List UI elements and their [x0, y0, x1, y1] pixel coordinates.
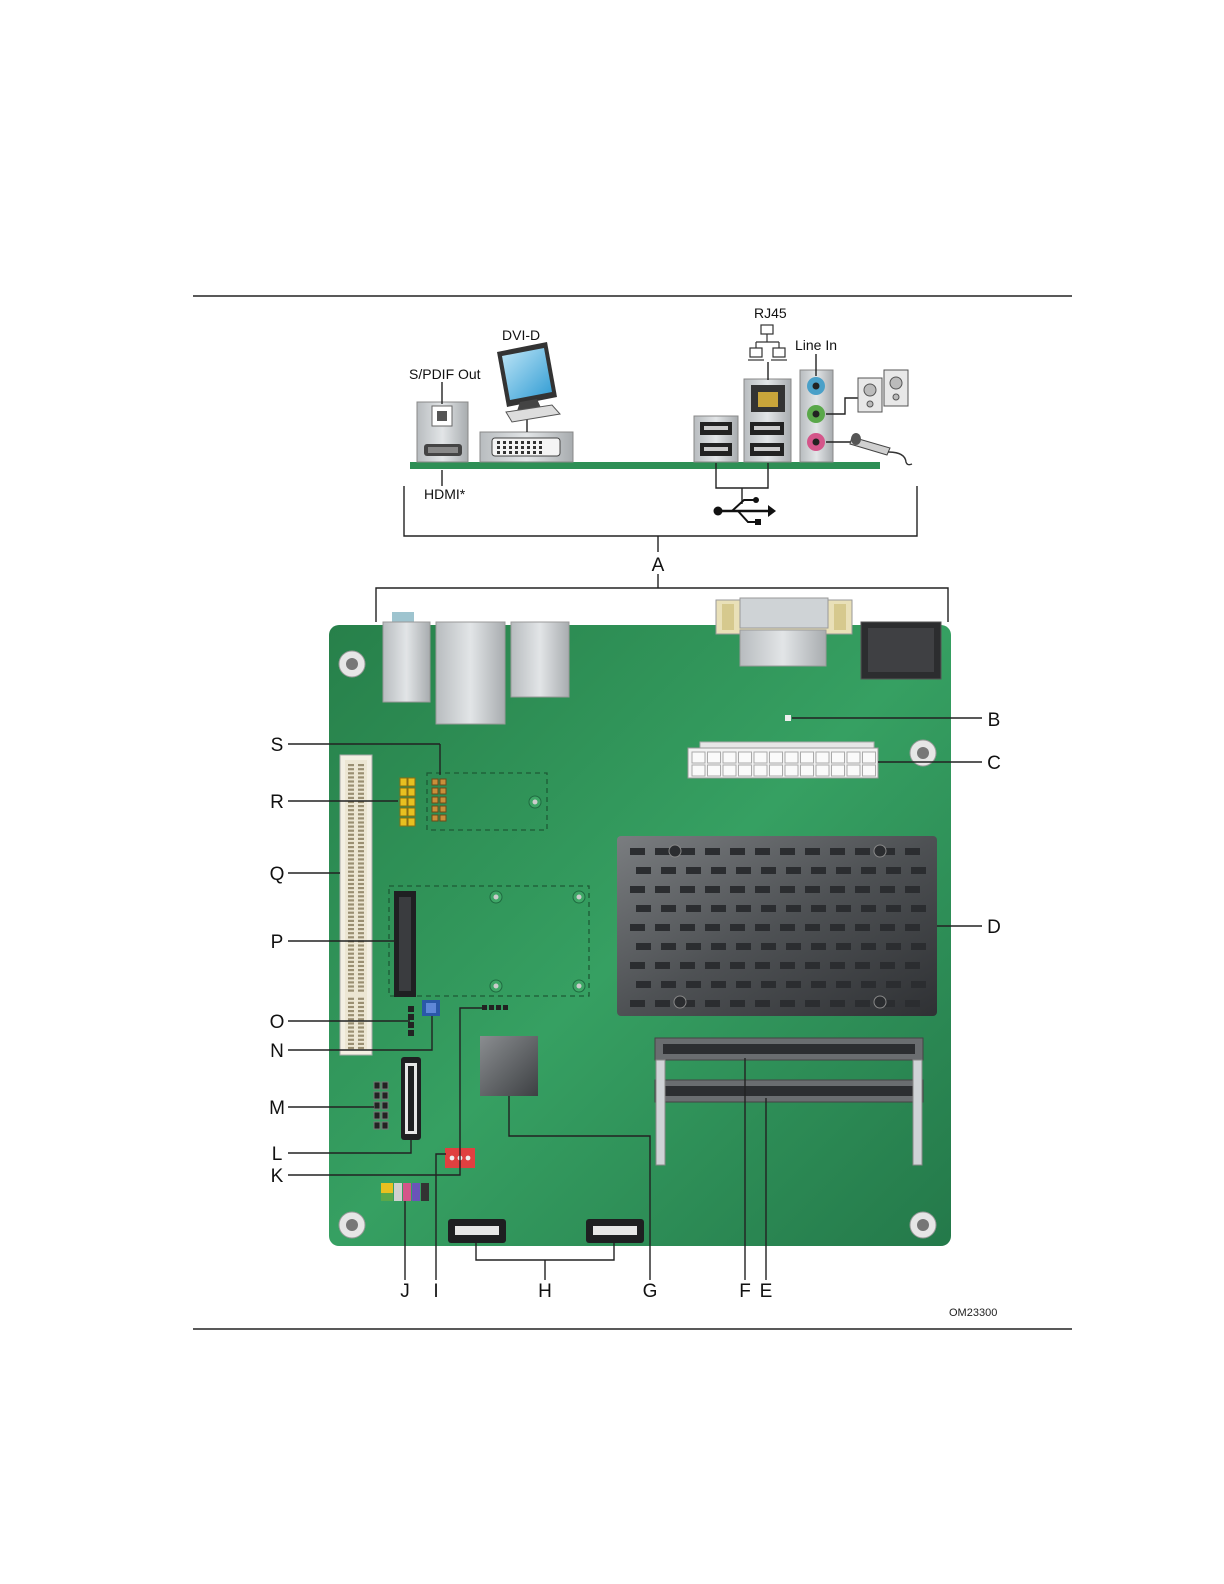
callout-M: M: [269, 1098, 285, 1119]
callout-S: S: [271, 735, 284, 756]
dvi-label: DVI-D: [502, 327, 540, 343]
dvi-connector: [480, 432, 573, 462]
pci-slot: [340, 755, 372, 1055]
callout-E: E: [760, 1281, 773, 1302]
line-in-label: Line In: [795, 337, 837, 353]
callout-G: G: [643, 1281, 658, 1302]
callout-Q: Q: [270, 864, 285, 885]
rj45-label: RJ45: [754, 305, 787, 321]
hdmi-spdif-connector: [417, 402, 468, 462]
callout-L: L: [272, 1144, 283, 1165]
callout-P: P: [271, 932, 284, 953]
back-panel: S/PDIF Out HDMI* DVI-D: [376, 305, 948, 622]
rj45-usb-stack: [744, 379, 791, 462]
callout-N: N: [270, 1041, 284, 1062]
spdif-label: S/PDIF Out: [409, 366, 481, 382]
callout-I: I: [433, 1281, 438, 1302]
callout-D: D: [987, 917, 1001, 938]
callout-O: O: [270, 1012, 285, 1033]
callout-A: A: [652, 555, 665, 576]
bios-config-jumper: [422, 1000, 440, 1016]
callout-H: H: [538, 1281, 552, 1302]
mini-pcie-slot: [394, 891, 416, 997]
back-panel-strip: [410, 462, 880, 469]
callout-J: J: [400, 1281, 410, 1302]
chipset: [480, 1036, 538, 1096]
microphone-icon: [850, 433, 912, 465]
network-icon: [748, 325, 787, 360]
status-led: [785, 715, 791, 721]
usb-stack-left: [694, 416, 738, 462]
atx-power-connector: [688, 742, 878, 778]
processor-heatsink: [617, 836, 937, 1016]
callout-K: K: [271, 1166, 284, 1187]
audio-jack-stack: [800, 370, 833, 462]
usb-icon: [714, 497, 777, 525]
vertical-connector: [401, 1057, 421, 1140]
callout-R: R: [270, 792, 284, 813]
callout-C: C: [987, 753, 1001, 774]
figure-code: OM23300: [949, 1307, 997, 1319]
yellow-jumper-block: [400, 778, 415, 826]
hdmi-label: HDMI*: [424, 486, 466, 502]
front-panel-colored-header: [381, 1183, 429, 1201]
board: [329, 598, 951, 1246]
callout-F: F: [739, 1281, 751, 1302]
speakers-icon: [858, 370, 908, 412]
monitor-icon: [497, 342, 560, 422]
callout-B: B: [988, 710, 1001, 731]
